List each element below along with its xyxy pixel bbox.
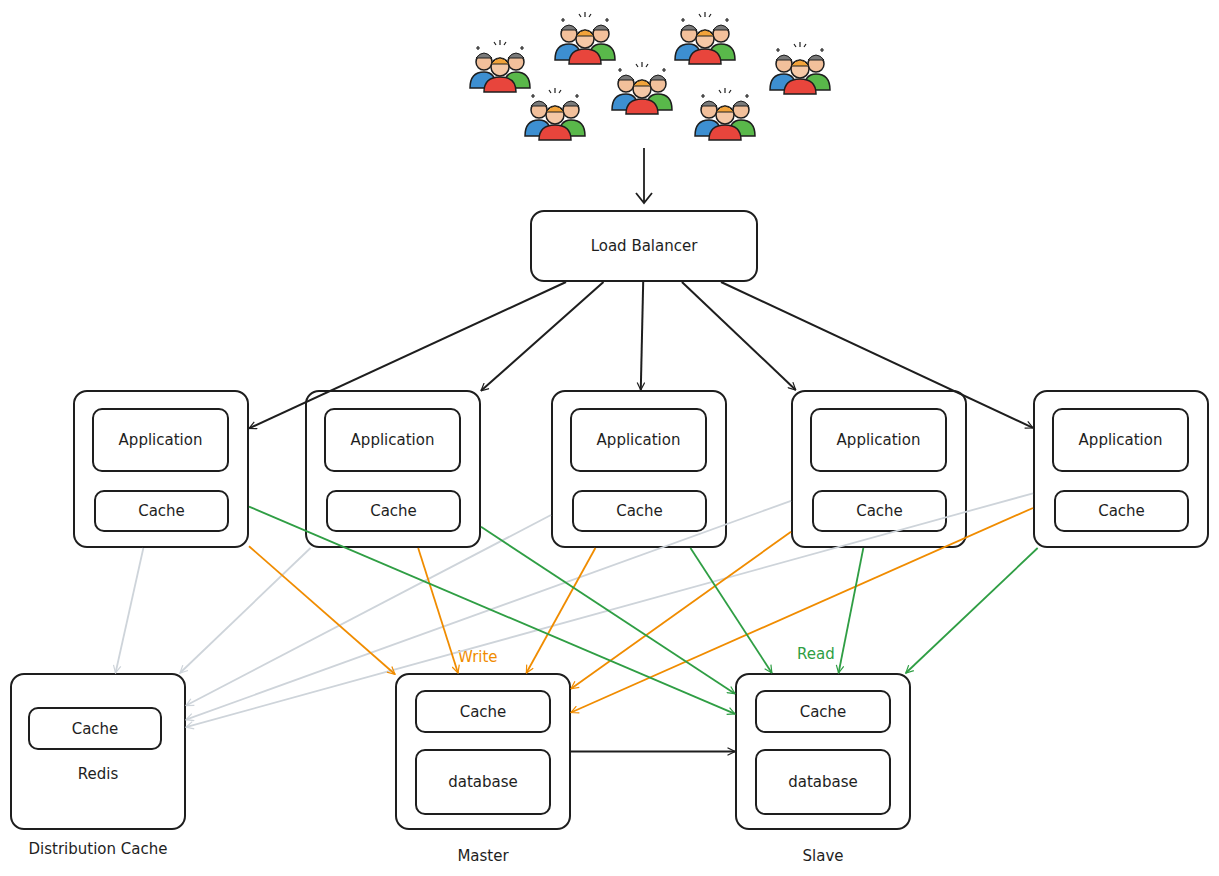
node-text: database <box>448 773 518 791</box>
node-text: Application <box>351 431 435 449</box>
connector-arrow <box>186 493 1033 727</box>
connector-arrow <box>721 282 1033 428</box>
component-box: Application <box>92 408 229 472</box>
flow-label: Read <box>797 645 835 663</box>
node-text: Cache <box>856 502 903 520</box>
node-text: Cache <box>370 502 417 520</box>
node-text: Redis <box>12 765 184 783</box>
node-text: Application <box>1079 431 1163 449</box>
connector-arrow <box>249 546 395 674</box>
connector-arrow <box>481 282 603 391</box>
component-box: Cache <box>415 690 551 733</box>
slave-db-box: SlaveCachedatabase <box>735 673 911 830</box>
connector-arrow <box>641 282 643 390</box>
connector-arrow <box>571 508 1033 713</box>
node-text: Cache <box>800 703 847 721</box>
node-text: Distribution Cache <box>12 840 184 858</box>
node-text: Load Balancer <box>591 237 698 255</box>
node-text: Application <box>119 431 203 449</box>
component-box: Cache <box>326 490 461 532</box>
component-box: Application <box>810 408 947 472</box>
connector-arrow <box>526 548 595 673</box>
connector-arrow <box>906 548 1038 673</box>
component-box: Cache <box>1054 490 1189 532</box>
node-text: Application <box>597 431 681 449</box>
component-box: Cache <box>755 690 891 733</box>
load-balancer-box: Load Balancer <box>530 210 758 282</box>
connector-arrow <box>571 532 791 689</box>
node-text: Cache <box>72 720 119 738</box>
server-box: ApplicationCache <box>551 390 727 548</box>
connector-arrow <box>180 548 311 673</box>
component-box: database <box>415 749 551 815</box>
component-box: database <box>755 749 891 815</box>
component-box: Cache <box>572 490 707 532</box>
component-box: Cache <box>28 707 162 750</box>
connector-arrow <box>682 282 796 390</box>
connector-arrow <box>571 751 735 753</box>
node-text: Cache <box>138 502 185 520</box>
connector-arrow <box>418 548 458 673</box>
server-box: ApplicationCache <box>305 390 481 548</box>
connector-arrow <box>186 501 791 720</box>
component-box: Cache <box>812 490 947 532</box>
node-text: Slave <box>737 847 909 865</box>
redis-cache-box: RedisDistribution CacheCache <box>10 673 186 830</box>
master-db-box: MasterCachedatabase <box>395 673 571 830</box>
connector-arrow <box>116 548 144 673</box>
connector-arrow <box>481 527 735 694</box>
node-text: Application <box>837 431 921 449</box>
connector-arrow <box>690 548 771 673</box>
component-box: Application <box>1052 408 1189 472</box>
server-box: ApplicationCache <box>73 390 249 548</box>
node-text: database <box>788 773 858 791</box>
flow-label: Write <box>458 648 498 666</box>
component-box: Cache <box>94 490 229 532</box>
connector-arrow <box>249 507 735 714</box>
node-text: Master <box>397 847 569 865</box>
server-box: ApplicationCache <box>791 390 967 548</box>
connector-arrow <box>249 282 566 428</box>
connector-arrow <box>186 515 551 706</box>
node-text: Cache <box>460 703 507 721</box>
component-box: Application <box>324 408 461 472</box>
node-text: Cache <box>616 502 663 520</box>
node-text: Cache <box>1098 502 1145 520</box>
server-box: ApplicationCache <box>1033 390 1209 548</box>
component-box: Application <box>570 408 707 472</box>
connector-arrow <box>839 548 864 673</box>
